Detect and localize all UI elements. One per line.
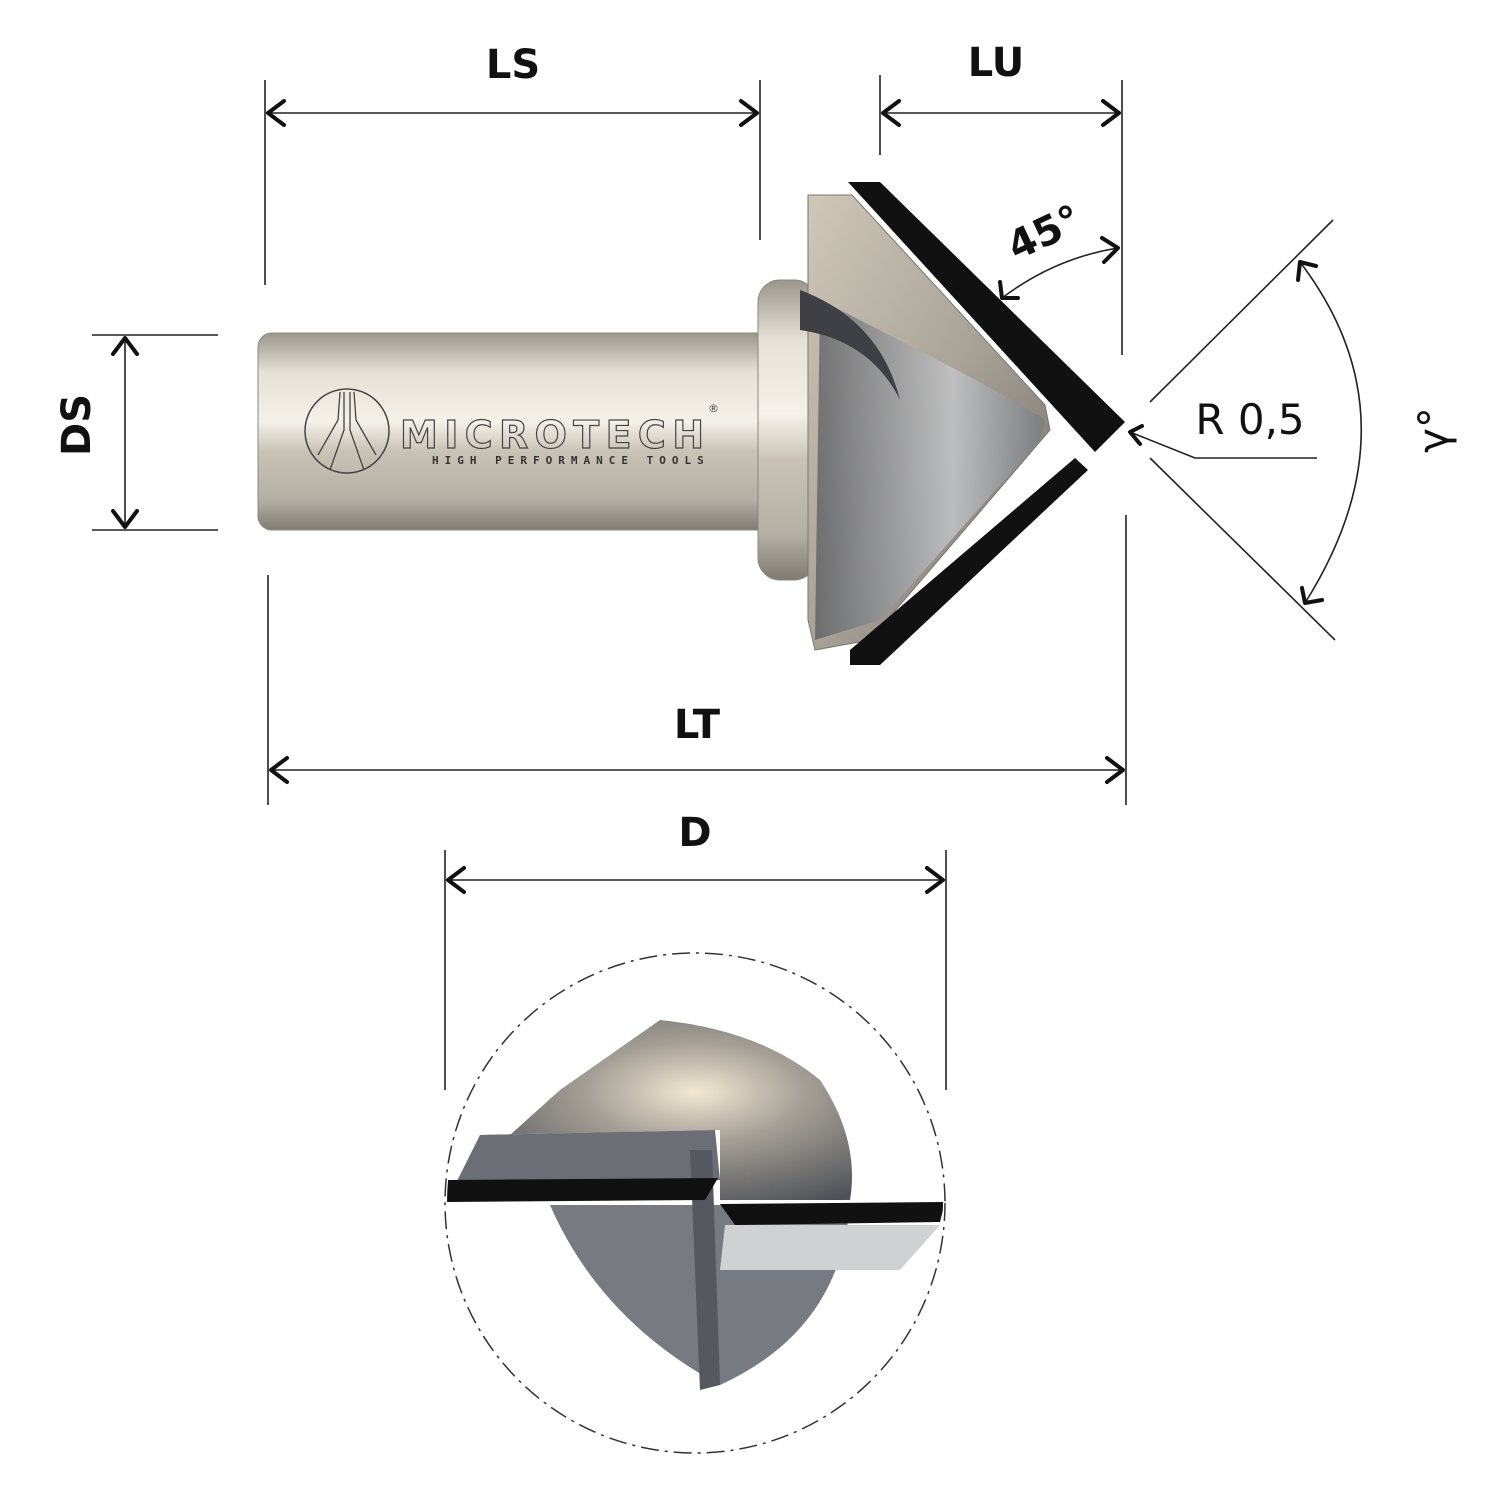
lt-label: LT — [674, 702, 721, 748]
shank — [257, 279, 817, 581]
d-dimension: D — [444, 810, 947, 1090]
ls-dimension: LS — [264, 42, 761, 285]
right-insert-edge — [720, 1202, 943, 1225]
logo-tagline: HIGH PERFORMANCE TOOLS — [432, 454, 710, 467]
lu-label: LU — [968, 40, 1025, 86]
gamma-label: γ° — [1409, 407, 1458, 453]
left-insert-edge — [447, 1178, 718, 1202]
ds-label: DS — [54, 394, 100, 456]
lu-dimension: LU — [879, 40, 1123, 355]
d-label: D — [678, 810, 711, 856]
upper-cutting-edge — [848, 182, 1125, 452]
ls-label: LS — [486, 42, 540, 88]
cutter-head — [800, 182, 1125, 665]
lower-cutting-edge — [850, 458, 1088, 665]
gamma-dimension: γ° — [1149, 219, 1458, 641]
cutting-diameter-circle — [444, 952, 946, 1454]
angle-45-dimension: 45° — [998, 196, 1120, 300]
end-view — [444, 952, 946, 1454]
lt-dimension: LT — [267, 515, 1127, 805]
radius-label: R 0,5 — [1195, 395, 1304, 444]
logo-brand: MICROTECH — [400, 413, 705, 457]
microtech-logo: MICROTECH HIGH PERFORMANCE TOOLS ® — [304, 388, 719, 474]
radius-dimension: R 0,5 — [1128, 395, 1317, 459]
logo-emblem-icon — [304, 388, 390, 474]
ds-dimension: DS — [54, 334, 218, 531]
logo-registered: ® — [708, 402, 719, 415]
